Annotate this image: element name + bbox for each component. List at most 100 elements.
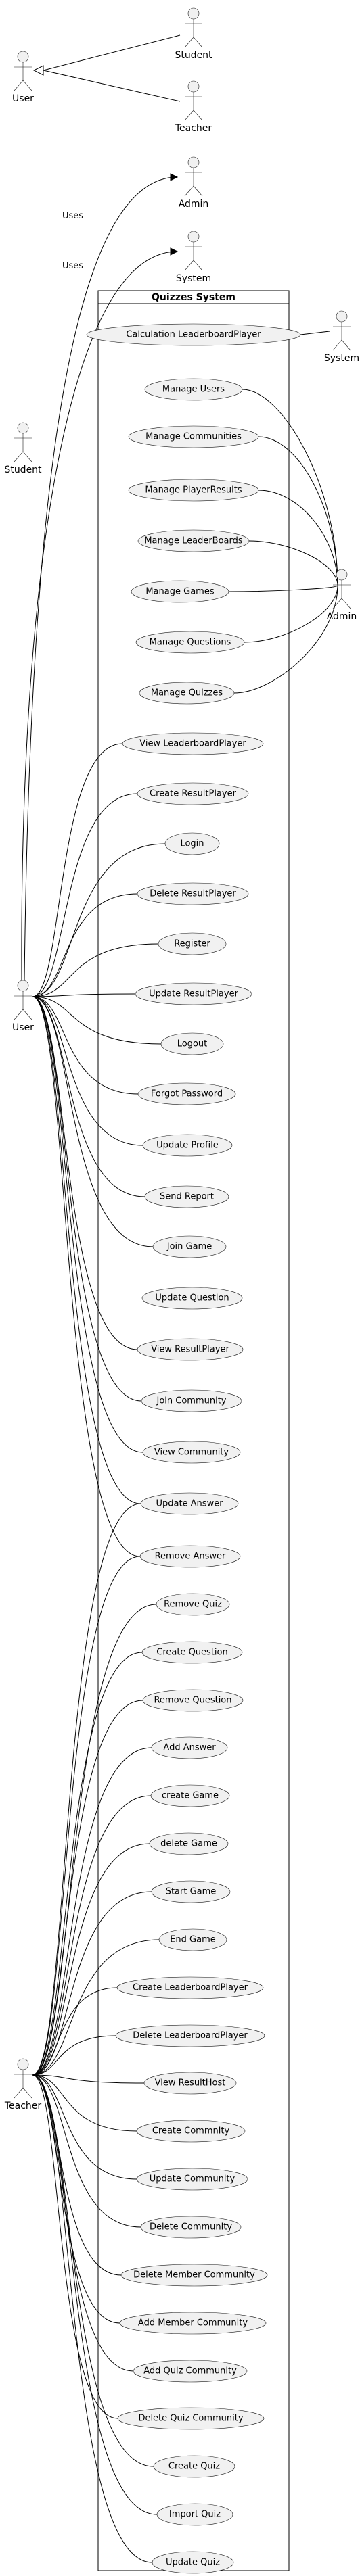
use-case-label: create Game: [162, 1791, 219, 1801]
actor-label: User: [12, 1022, 34, 1033]
use-case-label: Delete Quiz Community: [138, 2414, 243, 2424]
actor-admin-top: Admin: [179, 156, 209, 210]
use-case-ellipse: [128, 425, 259, 448]
use-case-ellipse: [156, 1593, 230, 1616]
edge-user-join-community: [32, 996, 142, 1402]
use-case-remove-question: Remove Question: [142, 1689, 244, 1712]
use-case-create-game: create Game: [150, 1784, 230, 1807]
edge-teacher-create-game: [32, 1795, 152, 2076]
edge-user-create-resultplayer: [32, 793, 138, 997]
uses-label-system: Uses: [62, 261, 83, 271]
actor-label: Teacher: [4, 2101, 42, 2112]
use-case-ellipse: [142, 1689, 244, 1712]
use-case-join-game: Join Game: [152, 1235, 227, 1258]
edge-user-login: [32, 843, 166, 997]
use-case-ellipse: [152, 1235, 227, 1258]
edge-user-view-leaderboardplayer: [32, 743, 123, 997]
edge-teacher-create-quiz: [32, 2074, 154, 2467]
actor-system-top: System: [176, 231, 211, 284]
generalization-edge-teacher: [43, 70, 181, 102]
use-case-ellipse: [133, 2360, 248, 2383]
edge-teacher-update-community: [32, 2074, 137, 2180]
use-case-ellipse: [140, 1492, 239, 1515]
use-case-label: Remove Question: [154, 1696, 231, 1706]
use-case-forgot-password: Forgot Password: [137, 1082, 236, 1105]
use-case-ellipse: [142, 1441, 241, 1464]
use-case-label: Update Quiz: [166, 2558, 220, 2568]
use-case-send-report: Send Report: [144, 1185, 229, 1208]
use-case-label: Join Community: [156, 1396, 226, 1406]
edge-teacher-create-question: [32, 1652, 143, 2076]
edge-calculation-system: [300, 331, 330, 335]
use-case-label: End Game: [170, 1935, 216, 1945]
use-case-manage-leaderboards: Manage LeaderBoards: [137, 529, 250, 552]
use-case-ellipse: [141, 1287, 243, 1310]
edge-teacher-add-answer: [32, 1747, 152, 2076]
use-case-label: Register: [174, 939, 210, 949]
use-case-label: View ResultPlayer: [151, 1345, 229, 1355]
use-case-end-game: End Game: [158, 1928, 227, 1951]
use-case-ellipse: [156, 2503, 233, 2526]
use-case-label: Remove Quiz: [164, 1600, 222, 1610]
use-case-login: Login: [164, 832, 220, 855]
use-case-ellipse: [131, 580, 229, 603]
edge-teacher-create-leaderboardplayer: [32, 1987, 118, 2076]
actor-label: System: [324, 353, 359, 364]
use-case-create-quiz: Create Quiz: [153, 2455, 235, 2478]
edge-teacher-update-answer: [32, 1503, 141, 2076]
use-case-update-question: Update Question: [141, 1287, 243, 1310]
use-case-ellipse: [137, 1082, 236, 1105]
use-case-ellipse: [158, 1928, 227, 1951]
use-case-label: Manage LeaderBoards: [144, 536, 243, 546]
use-case-ellipse: [158, 932, 227, 955]
edge-admin-manage-communities: [258, 436, 338, 586]
use-case-label: Create ResultPlayer: [150, 789, 237, 799]
use-case-manage-questions: Manage Questions: [135, 631, 245, 654]
use-case-ellipse: [151, 1736, 228, 1759]
use-case-delete-leaderboardplayer: Delete LeaderboardPlayer: [115, 2024, 265, 2047]
use-case-delete-member-community: Delete Member Community: [120, 2264, 268, 2287]
use-case-add-member-community: Add Member Community: [119, 2312, 267, 2335]
use-case-label: View LeaderboardPlayer: [139, 739, 246, 749]
use-case-ellipse: [141, 1389, 242, 1412]
use-case-ellipse: [140, 2216, 242, 2239]
actor-student-top: Student: [175, 7, 212, 61]
use-case-ellipse: [119, 2312, 267, 2335]
use-case-start-game: Start Game: [151, 1880, 231, 1903]
use-case-label: Manage Users: [162, 385, 225, 395]
uses-edge-system: [21, 251, 178, 981]
use-case-update-answer: Update Answer: [140, 1492, 239, 1515]
use-case-ellipse: [153, 2455, 235, 2478]
use-case-label: Update Profile: [156, 1141, 219, 1151]
actor-label: User: [12, 93, 34, 104]
use-case-ellipse: [149, 1832, 229, 1855]
use-case-label: Create Quiz: [168, 2462, 220, 2472]
generalization-arrowhead: [32, 65, 44, 76]
edge-teacher-create-commnity: [32, 2074, 137, 2132]
use-case-label: Delete LeaderboardPlayer: [133, 2031, 248, 2041]
edge-user-update-profile: [32, 996, 143, 1146]
use-case-ellipse: [116, 1976, 264, 1999]
use-case-label: Forgot Password: [151, 1089, 223, 1099]
edge-user-forgot-password: [32, 996, 139, 1095]
edge-teacher-end-game: [32, 1939, 160, 2076]
use-case-ellipse: [141, 1641, 243, 1664]
edge-user-logout: [32, 996, 162, 1045]
use-case-label: Update ResultPlayer: [149, 989, 238, 999]
edge-admin-manage-leaderboards: [248, 540, 338, 586]
use-case-label: Import Quiz: [169, 2510, 221, 2520]
edge-admin-manage-games: [228, 585, 338, 592]
use-case-update-community: Update Community: [136, 2168, 248, 2191]
actor-teacher-main: Teacher: [4, 2058, 42, 2112]
use-case-ellipse: [139, 682, 235, 705]
actor-label: Student: [175, 50, 212, 61]
actor-label: Admin: [179, 199, 209, 210]
actor-student-left: Student: [4, 422, 42, 475]
use-case-manage-quizzes: Manage Quizzes: [139, 682, 235, 705]
use-case-update-profile: Update Profile: [142, 1134, 233, 1157]
use-case-ellipse: [143, 2072, 237, 2095]
edge-admin-manage-playerresults: [258, 490, 338, 586]
use-case-ellipse: [122, 732, 264, 755]
use-case-label: Update Community: [150, 2174, 235, 2185]
use-case-label: Manage Communities: [145, 432, 242, 442]
